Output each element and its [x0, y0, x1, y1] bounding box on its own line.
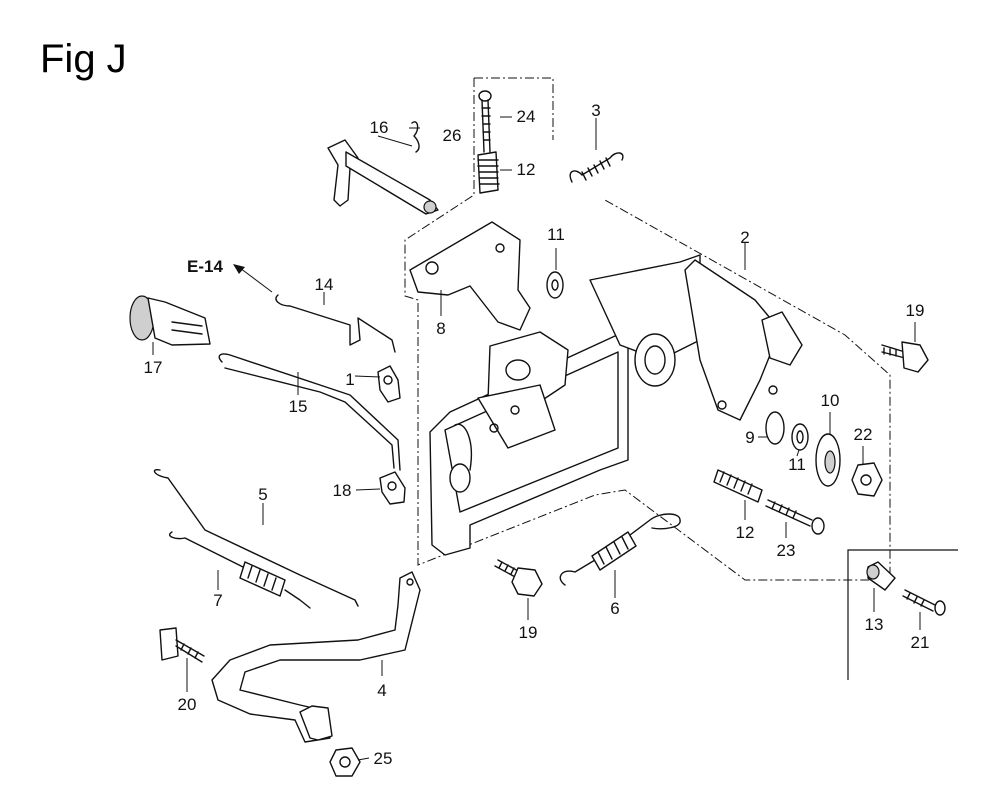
callout-10: 10	[821, 391, 840, 410]
callout-12-top: 12	[517, 160, 536, 179]
figure-title: Fig J	[40, 37, 127, 81]
rod-part-15	[218, 353, 401, 471]
callout-4: 4	[377, 681, 386, 700]
callout-11-lower: 11	[788, 455, 806, 474]
callout-9: 9	[745, 428, 754, 447]
callout-1: 1	[345, 370, 354, 389]
nut-part-22	[851, 462, 883, 497]
callout-19-lower: 19	[519, 623, 538, 642]
bolt-part-20	[159, 627, 205, 663]
lever-rod-part-16	[327, 139, 439, 215]
bracket-part-2	[429, 254, 803, 556]
pedal-part-4	[211, 571, 421, 743]
clip-part-18	[379, 471, 406, 505]
sleeve-part-13	[866, 561, 896, 591]
callout-7: 7	[213, 591, 222, 610]
bolt-part-19-right	[881, 341, 929, 373]
callout-26: 26	[443, 126, 462, 145]
callout-22: 22	[854, 425, 873, 444]
bolt-part-24	[478, 90, 492, 153]
washer-part-11-top	[546, 271, 564, 299]
callout-18: 18	[333, 481, 352, 500]
rod-part-14	[275, 294, 396, 353]
callout-11-top: 11	[547, 225, 565, 244]
lever-part-8	[409, 221, 531, 331]
e-14-arrowhead	[233, 264, 245, 274]
assembly-boundary	[404, 77, 891, 581]
spring-part-3	[569, 152, 624, 183]
clip-part-1	[377, 365, 401, 403]
inset-boundary	[847, 549, 958, 680]
callout-17: 17	[144, 358, 163, 377]
washer-part-9	[765, 411, 785, 445]
rod-part-7	[168, 531, 311, 609]
knob-part-17	[129, 295, 211, 346]
callout-6: 6	[610, 599, 619, 618]
callout-2: 2	[740, 228, 749, 247]
callout-15: 15	[289, 397, 308, 416]
nut-part-25	[329, 747, 361, 777]
spring-part-12-top	[477, 151, 500, 194]
bolt-part-23	[765, 499, 825, 535]
spring-part-12-lower	[713, 469, 763, 503]
callout-14: 14	[315, 275, 334, 294]
callout-20: 20	[178, 695, 197, 714]
pin-part-26	[411, 121, 420, 153]
callout-21: 21	[911, 633, 930, 652]
callout-19-right: 19	[906, 301, 925, 320]
washer-part-11-lower	[791, 423, 809, 451]
callout-5: 5	[258, 485, 267, 504]
callout-16: 16	[370, 118, 389, 137]
callout-13: 13	[865, 615, 884, 634]
leader-lines	[152, 116, 921, 761]
bolt-part-19-lower	[494, 559, 543, 597]
callout-3: 3	[591, 101, 600, 120]
callout-8: 8	[436, 319, 445, 338]
e-14-arrow	[239, 267, 273, 293]
callout-24: 24	[517, 107, 536, 126]
rod-part-5	[153, 468, 359, 607]
callout-23: 23	[777, 541, 796, 560]
callout-25: 25	[374, 749, 393, 768]
disc-part-10	[815, 433, 841, 487]
spring-part-6	[559, 513, 681, 586]
bolt-part-21	[902, 589, 946, 616]
reference-e-14: E-14	[187, 257, 223, 276]
callout-12-lower: 12	[736, 523, 755, 542]
